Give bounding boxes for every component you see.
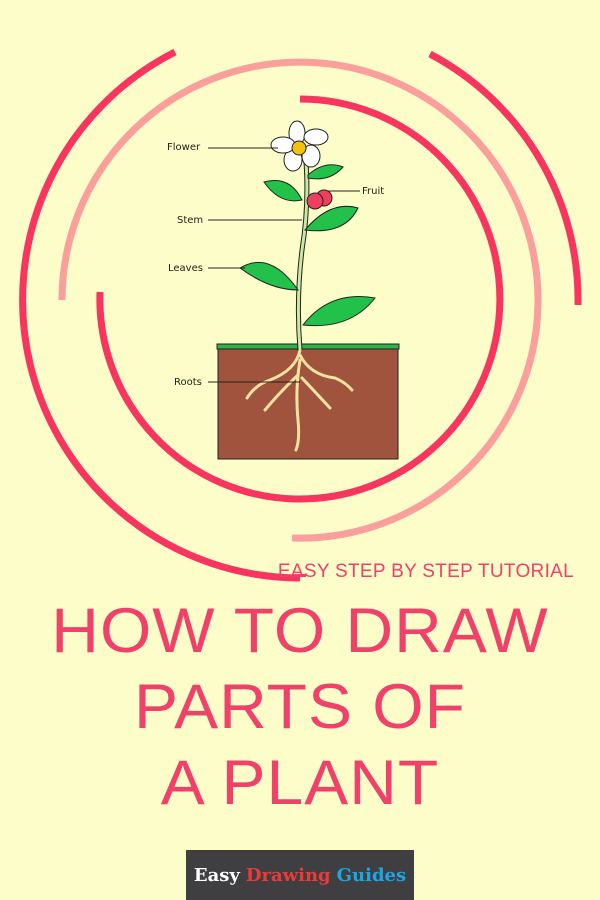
inner-arc: [96, 95, 504, 503]
roots: [245, 348, 354, 452]
label-stem: Stem: [177, 215, 203, 226]
poster-artwork: Flower Fruit Stem Leaves Roots: [19, 48, 582, 582]
leaves: [239, 164, 376, 327]
brand-easy: Easy: [193, 864, 240, 886]
decorative-arcs: [19, 48, 582, 582]
soil: [217, 346, 399, 460]
pink-arc: [58, 58, 542, 542]
brand-drawing: Drawing: [245, 864, 331, 886]
title-line: HOW TO DRAW: [51, 594, 549, 666]
flower: [270, 120, 329, 172]
label-roots: Roots: [174, 377, 202, 388]
title-line: A PLANT: [160, 746, 440, 818]
fruit: [306, 189, 333, 210]
label-leaves: Leaves: [168, 263, 203, 274]
subtitle-dash: [292, 574, 306, 577]
label-lines: [208, 147, 360, 383]
outer-arc-left: [19, 48, 301, 582]
subtitle: EASY STEP BY STEP TUTORIAL: [277, 561, 574, 582]
page-title: HOW TO DRAW PARTS OF A PLANT: [0, 592, 600, 820]
outer-arc-right: [428, 50, 582, 306]
brand-logo[interactable]: Easy Drawing Guides: [186, 850, 414, 900]
label-flower: Flower: [167, 142, 201, 153]
plant-diagram: Flower Fruit Stem Leaves Roots: [167, 120, 400, 460]
brand-guides: Guides: [336, 864, 407, 886]
title-line: PARTS OF: [134, 670, 466, 742]
grass-line: [216, 343, 400, 350]
label-fruit: Fruit: [362, 186, 384, 197]
